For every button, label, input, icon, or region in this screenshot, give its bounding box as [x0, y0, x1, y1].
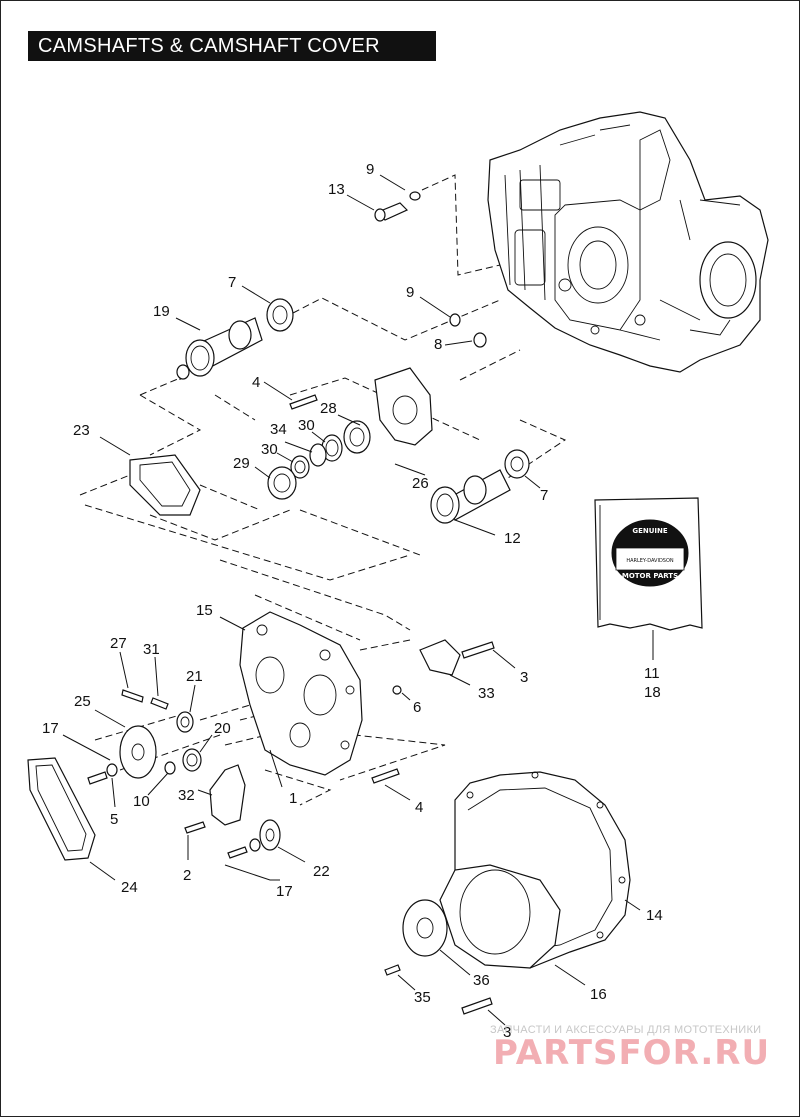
callout-17: 17: [276, 883, 293, 900]
genuine-logo-text: GENUINE: [632, 527, 668, 535]
callout-3: 3: [503, 1024, 511, 1041]
callout-7: 7: [228, 274, 236, 291]
callout-22: 22: [313, 863, 330, 880]
callout-29: 29: [233, 455, 250, 472]
callout-3: 3: [520, 669, 528, 686]
callout-27: 27: [110, 635, 127, 652]
callout-1: 1: [289, 790, 297, 807]
callout-16: 16: [590, 986, 607, 1003]
callout-15: 15: [196, 602, 213, 619]
callout-labels: 9 13 7 19 9 8 4 28 34 30 23 30 29 26 7 1…: [42, 161, 663, 1041]
callout-25: 25: [74, 693, 91, 710]
callout-13: 13: [328, 181, 345, 198]
callout-24: 24: [121, 879, 138, 896]
callout-23: 23: [73, 422, 90, 439]
camshaft-cover-illustration: [384, 771, 631, 1015]
page-title: CAMSHAFTS & CAMSHAFT COVER: [28, 31, 436, 61]
leader-lines: [62, 174, 654, 1026]
service-kit-bag: GENUINE HARLEY-DAVIDSON MOTOR PARTS: [594, 497, 703, 631]
callout-9: 9: [366, 161, 374, 178]
callout-28: 28: [320, 400, 337, 417]
callout-5: 5: [110, 811, 118, 828]
callout-32: 32: [178, 787, 195, 804]
callout-8: 8: [434, 336, 442, 353]
callout-17: 17: [42, 720, 59, 737]
callout-36: 36: [473, 972, 490, 989]
callout-7: 7: [540, 487, 548, 504]
callout-11: 11: [644, 665, 660, 682]
callout-19: 19: [153, 303, 170, 320]
crankcase-illustration: [487, 111, 769, 373]
watermark-brand: PARTSFOR.RU: [493, 1033, 770, 1073]
callout-20: 20: [214, 720, 231, 737]
callout-30: 30: [261, 441, 278, 458]
callout-21: 21: [186, 668, 203, 685]
callout-31: 31: [143, 641, 160, 658]
callout-33: 33: [478, 685, 495, 702]
callout-6: 6: [413, 699, 421, 716]
callout-9: 9: [406, 284, 414, 301]
callout-2: 2: [183, 867, 191, 884]
watermark: ЗАПЧАСТИ И АКСЕССУАРЫ ДЛЯ МОТОТЕХНИКИ PA…: [490, 1024, 770, 1073]
callout-30: 30: [298, 417, 315, 434]
callout-35: 35: [414, 989, 431, 1006]
cam-support-plate-assembly: [27, 611, 495, 861]
callout-26: 26: [412, 475, 429, 492]
watermark-subtitle: ЗАПЧАСТИ И АКСЕССУАРЫ ДЛЯ МОТОТЕХНИКИ: [490, 1024, 761, 1036]
callout-12: 12: [504, 530, 521, 547]
camshaft-bearing-cover-assembly: [129, 191, 530, 524]
harley-logo-text: HARLEY-DAVIDSON: [626, 558, 674, 564]
callout-10: 10: [133, 793, 150, 810]
callout-18: 18: [644, 684, 661, 701]
callout-14: 14: [646, 907, 663, 924]
callout-4: 4: [252, 374, 260, 391]
callout-34: 34: [270, 421, 287, 438]
motor-parts-logo-text: MOTOR PARTS: [622, 572, 678, 580]
callout-4: 4: [415, 799, 423, 816]
